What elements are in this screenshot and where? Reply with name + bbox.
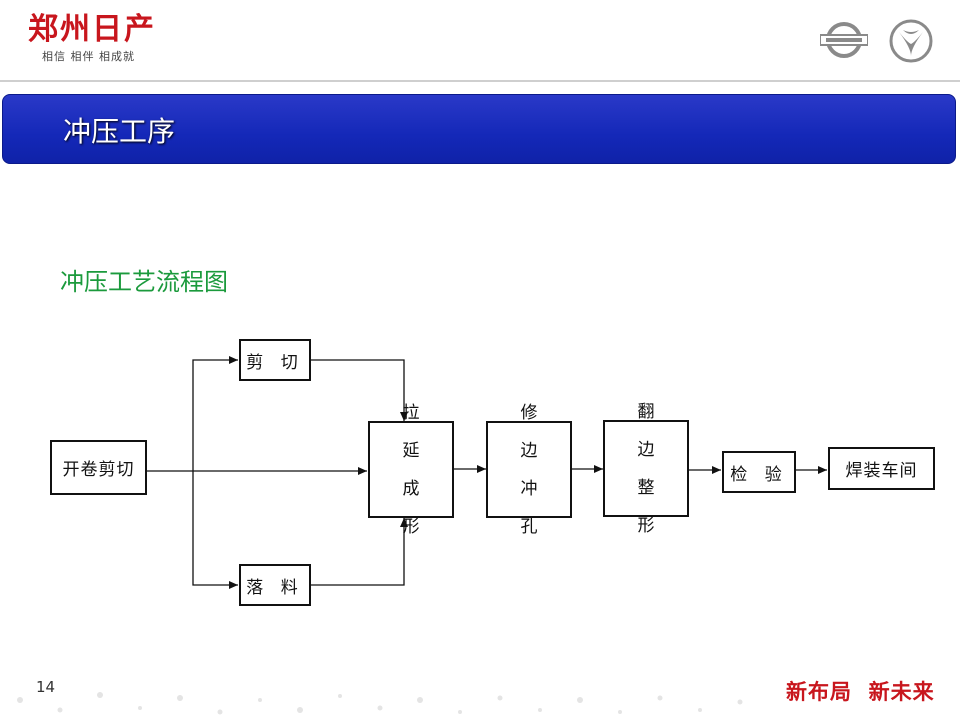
brand-logo: 郑州日产 相信 相伴 相成就 xyxy=(28,14,156,64)
brand-slogan: 相信 相伴 相成就 xyxy=(42,50,135,63)
node-draw-line1: 拉 延 xyxy=(402,402,446,461)
title-bar: 冲压工序 xyxy=(2,94,956,164)
node-weld-label: 焊装车间 xyxy=(845,461,918,481)
dongfeng-logo-icon xyxy=(889,19,933,63)
node-weld-shop: 焊装车间 xyxy=(828,447,935,490)
node-flange-line2: 整 形 xyxy=(637,477,681,536)
arrow-blank-to-draw xyxy=(310,518,408,586)
arrow-shear-to-draw xyxy=(310,359,408,421)
node-trim-line1: 修 边 xyxy=(520,402,564,461)
node-inspect: 检 验 xyxy=(722,451,796,493)
node-blank: 落 料 xyxy=(239,564,311,606)
node-draw-line2: 成 形 xyxy=(402,478,446,537)
node-draw-form: 拉 延 成 形 xyxy=(368,403,454,537)
node-flange-restrike: 翻 边 整 形 xyxy=(603,402,689,536)
brand-name: 郑州日产 xyxy=(28,12,156,47)
node-blank-label: 落 料 xyxy=(246,577,304,598)
nissan-logo-icon xyxy=(820,22,868,58)
diagram-subtitle: 冲压工艺流程图 xyxy=(60,268,228,296)
node-uncoil-shear: 开卷剪切 xyxy=(50,440,147,495)
arrow-branch-to-blank xyxy=(192,471,238,589)
arrow-branch-to-shear xyxy=(192,356,238,471)
header-divider xyxy=(0,80,960,82)
node-uncoil-label: 开卷剪切 xyxy=(62,460,135,480)
slide-title: 冲压工序 xyxy=(63,115,176,148)
node-inspect-label: 检 验 xyxy=(730,464,788,485)
node-shear: 剪 切 xyxy=(239,339,311,381)
footer-dot-pattern xyxy=(17,692,743,715)
node-shear-label: 剪 切 xyxy=(246,352,304,373)
node-trim-line2: 冲 孔 xyxy=(520,478,564,537)
page-number: 14 xyxy=(36,678,56,696)
footer-tagline: 新布局 新未来 xyxy=(786,680,935,704)
header: 郑州日产 相信 相伴 相成就 xyxy=(0,0,960,80)
node-flange-line1: 翻 边 xyxy=(637,401,681,460)
node-trim-pierce: 修 边 冲 孔 xyxy=(486,403,572,537)
